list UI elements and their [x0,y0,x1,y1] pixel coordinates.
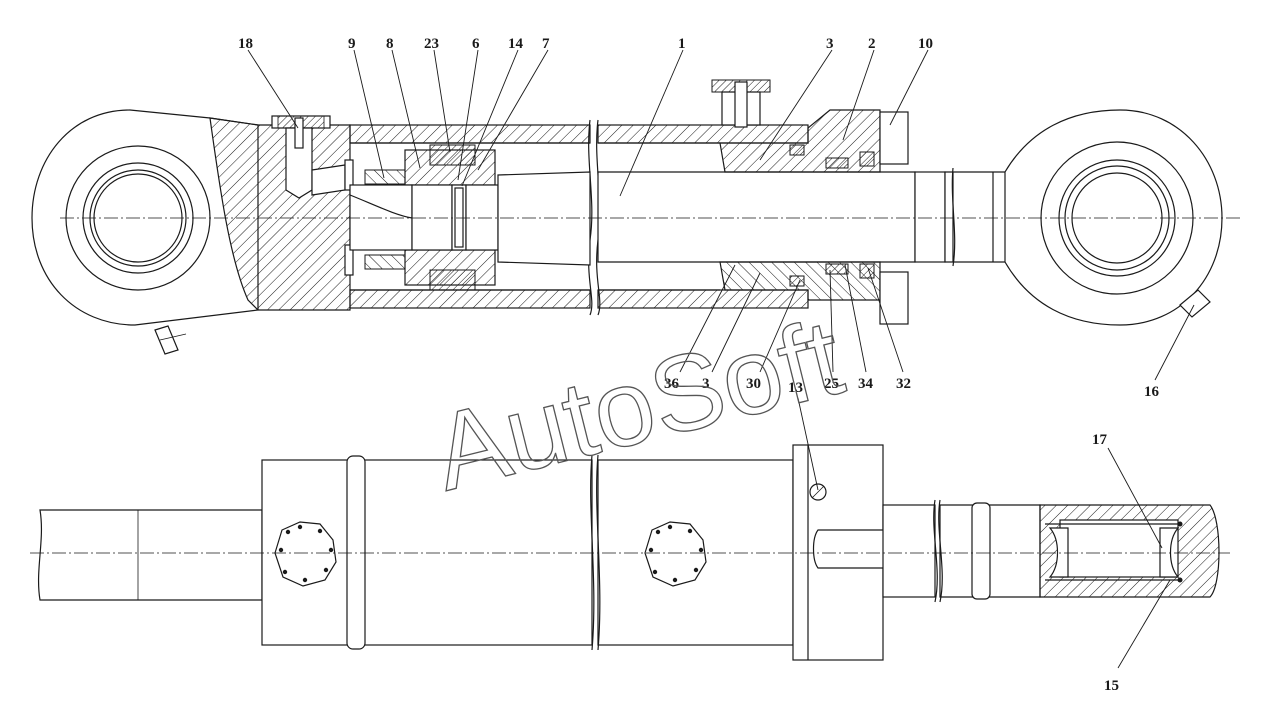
gland-assembly [711,79,909,325]
callout-32: 32 [896,376,911,392]
callout-13: 13 [788,380,803,396]
callout-25: 25 [824,376,839,392]
leader-lines [247,49,1195,669]
port-flange-right [644,521,707,587]
port-flange-left [274,521,337,587]
callout-6: 6 [472,36,480,52]
piston-rod [497,167,1010,267]
piston-assembly [344,144,499,291]
callout-18: 18 [238,36,253,52]
callout-2: 2 [868,36,876,52]
callout-23: 23 [424,36,439,52]
callout-8: 8 [386,36,394,52]
callout-14: 14 [508,36,524,52]
callout-34: 34 [858,376,874,392]
exterior-view [30,444,1230,661]
callout-3-bottom: 3 [702,376,710,392]
callout-3-top: 3 [826,36,834,52]
callout-30: 30 [746,376,761,392]
callout-15: 15 [1104,678,1119,694]
callout-1: 1 [678,36,686,52]
port-fitting-18 [271,115,346,199]
left-eye-mount [31,109,351,355]
callout-labels: 18 9 8 23 6 14 7 1 3 2 10 36 3 30 25 34 … [238,36,1160,694]
callout-7: 7 [542,36,550,52]
right-eye-mount [1004,109,1223,326]
callout-16: 16 [1144,384,1160,400]
callout-36: 36 [664,376,680,392]
callout-9: 9 [348,36,356,52]
section-view [31,79,1240,355]
callout-10: 10 [918,36,933,52]
callout-17: 17 [1092,432,1108,448]
